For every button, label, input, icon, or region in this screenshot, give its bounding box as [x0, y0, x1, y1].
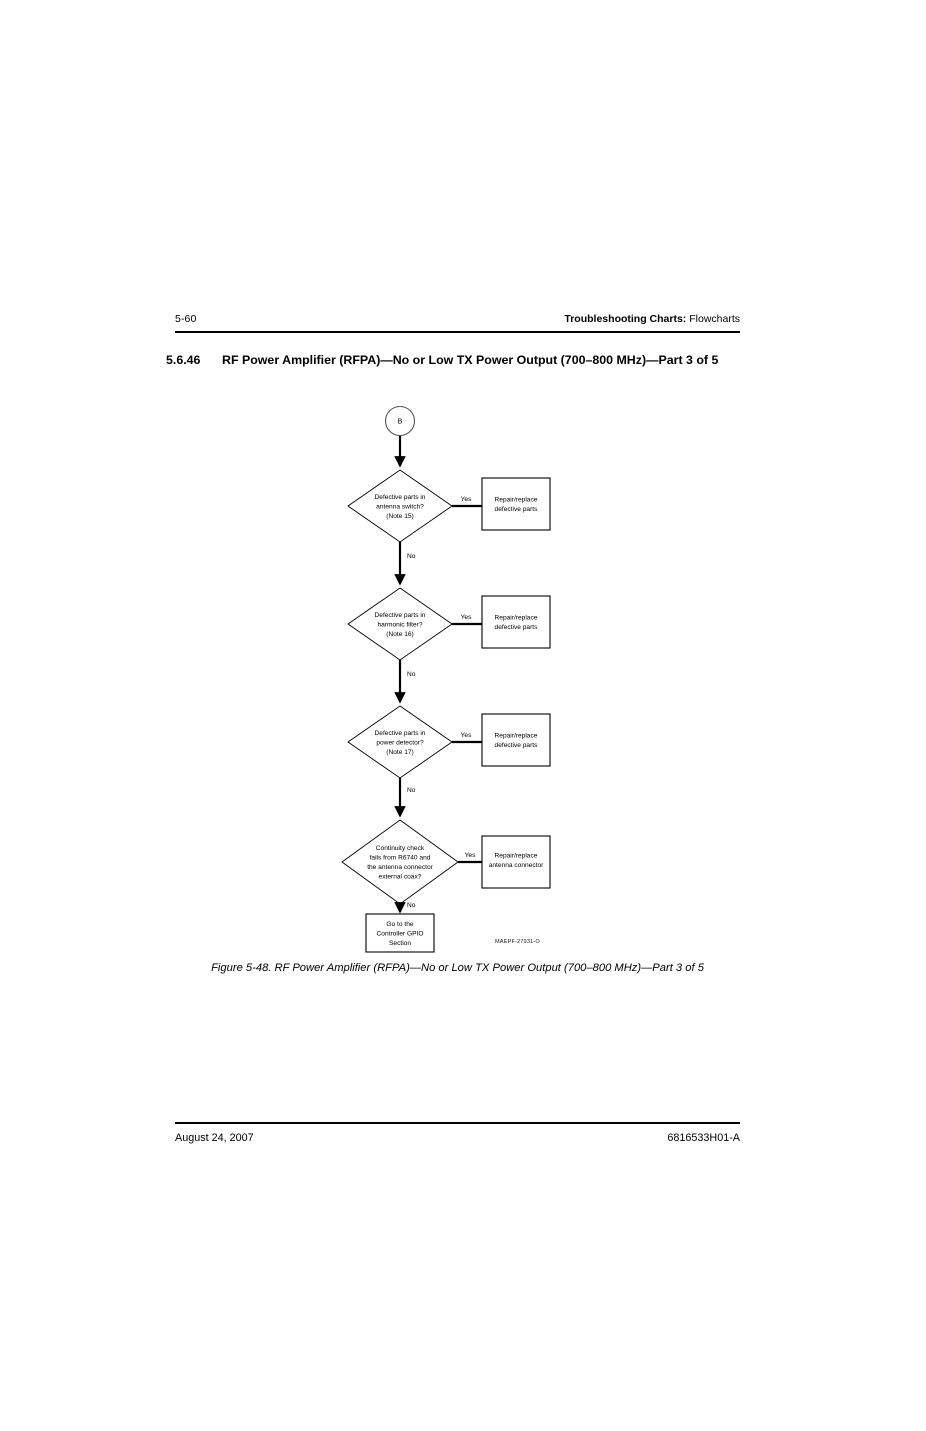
decision-4-line-4: external coax? — [379, 874, 422, 881]
connector-label: B — [398, 419, 403, 426]
edge-label-d2-no: No — [407, 671, 416, 678]
edge-label-d3-no: No — [407, 787, 416, 794]
decision-2-line-3: (Note 16) — [386, 631, 414, 638]
header-rule — [175, 331, 740, 334]
flow-action-3: Repair/replace defective parts — [481, 713, 551, 767]
action-2-line-2: defective parts — [495, 624, 539, 631]
flow-decision-3: Defective parts in power detector? (Note… — [347, 705, 453, 779]
flow-decision-4: Continuity check fails from R6740 and th… — [341, 819, 459, 905]
terminal-line-1: Go to the — [386, 921, 413, 928]
edge-label-d2-yes: Yes — [461, 614, 472, 621]
header-chapter-title: Troubleshooting Charts: Flowcharts — [564, 313, 740, 325]
flow-action-2: Repair/replace defective parts — [481, 595, 551, 649]
decision-1-line-2: antenna switch? — [376, 504, 424, 511]
terminal-line-3: Section — [389, 940, 411, 947]
action-2-line-1: Repair/replace — [495, 615, 538, 622]
footer-rule — [175, 1122, 740, 1125]
flowchart-figure: B Defective parts in antenna switch? (No… — [166, 398, 746, 960]
action-4-line-1: Repair/replace — [495, 853, 538, 860]
flow-decision-2: Defective parts in harmonic filter? (Not… — [347, 587, 453, 661]
edge-label-d4-no: No — [407, 902, 416, 909]
flow-action-4: Repair/replace antenna connector — [481, 835, 551, 889]
decision-2-line-1: Defective parts in — [375, 612, 426, 619]
action-3-line-1: Repair/replace — [495, 733, 538, 740]
decision-2-line-2: harmonic filter? — [377, 622, 422, 629]
edge-label-d4-yes: Yes — [465, 852, 476, 859]
section-heading: 5.6.46 RF Power Amplifier (RFPA)—No or L… — [166, 352, 746, 369]
action-1-line-1: Repair/replace — [495, 497, 538, 504]
action-3-line-2: defective parts — [495, 742, 539, 749]
flow-terminal-box: Go to the Controller GPIO Section — [365, 913, 435, 953]
footer-date: August 24, 2007 — [175, 1132, 254, 1144]
flow-decision-1: Defective parts in antenna switch? (Note… — [347, 469, 453, 543]
flow-connector-b: B — [384, 405, 416, 437]
edge-label-d1-yes: Yes — [461, 496, 472, 503]
flow-action-1: Repair/replace defective parts — [481, 477, 551, 531]
header-chapter-title-bold: Troubleshooting Charts: — [564, 313, 687, 325]
decision-1-line-3: (Note 15) — [386, 513, 414, 520]
page-footer: August 24, 2007 6816533H01-A — [175, 1132, 740, 1144]
decision-3-line-2: power detector? — [376, 740, 424, 747]
page-title: RF Power Amplifier (RFPA)—No or Low TX P… — [222, 353, 719, 367]
section-number: 5.6.46 — [166, 353, 201, 367]
header-page-number: 5-60 — [175, 313, 197, 325]
action-4-line-2: antenna connector — [489, 862, 544, 869]
decision-3-line-1: Defective parts in — [375, 730, 426, 737]
footer-document-number: 6816533H01-A — [667, 1132, 740, 1144]
decision-4-line-1: Continuity check — [376, 845, 425, 852]
header-chapter-title-rest: Flowcharts — [686, 313, 740, 325]
decision-4-line-3: the antenna connector — [367, 864, 433, 871]
page-header: 5-60 Troubleshooting Charts: Flowcharts — [175, 313, 740, 325]
decision-1-line-1: Defective parts in — [375, 494, 426, 501]
terminal-line-2: Controller GPIO — [377, 931, 424, 938]
edge-label-d3-yes: Yes — [461, 732, 472, 739]
edge-label-d1-no: No — [407, 553, 416, 560]
figure-caption: Figure 5-48. RF Power Amplifier (RFPA)—N… — [211, 962, 704, 974]
decision-3-line-3: (Note 17) — [386, 749, 414, 756]
action-1-line-2: defective parts — [495, 506, 539, 513]
decision-4-line-2: fails from R6740 and — [370, 855, 431, 862]
figure-id-code: MAEPF-27931-O — [495, 939, 540, 945]
